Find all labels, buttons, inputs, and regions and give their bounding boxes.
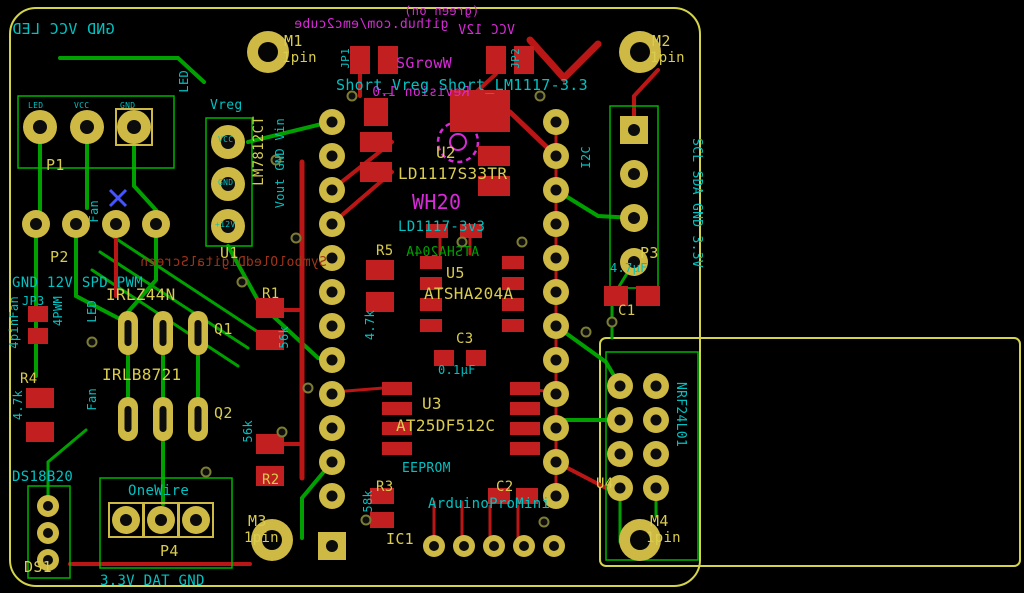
- c2-ref: C2: [496, 479, 514, 495]
- vcc-12v-label: VCC 12V: [458, 23, 515, 38]
- m2-pin-label: 1pin: [650, 50, 685, 66]
- r2-value-label: 56k: [241, 420, 255, 443]
- jp2-ref-label: JP2: [509, 48, 522, 69]
- r4-value-label: 4.7k: [11, 390, 25, 421]
- board-name-label: SGrowW: [396, 54, 452, 72]
- q1-net-label: LED: [85, 300, 99, 323]
- board-outline: [9, 7, 1021, 587]
- u2-value-label: LD1117S33TR: [398, 164, 508, 183]
- ic1-ref: IC1: [386, 530, 414, 548]
- u3-value-label: AT25DF512C: [396, 416, 496, 435]
- ic1-silk-label: ArduinoProMini: [428, 496, 551, 512]
- r1-ref: R1: [262, 286, 280, 302]
- m1-ref: M1: [284, 32, 303, 50]
- c3-value-label: 0.1µF: [438, 363, 476, 377]
- u1-pin-vcc-label: VCC: [218, 135, 234, 144]
- u2-ref: U2: [436, 143, 456, 162]
- drc-x-marker: [108, 188, 128, 208]
- pad-square-outlines: [108, 108, 214, 538]
- u5-value-label: ATSHA204A: [424, 284, 514, 303]
- c1-value-label: 4.7µF: [610, 261, 648, 275]
- u4-ref: U4: [596, 476, 614, 492]
- jp3-ref-label: JP3: [22, 294, 45, 308]
- m2-ref: M2: [652, 32, 671, 50]
- p1-net-led-label: LED: [177, 70, 191, 93]
- u1-pin-12v-label: +12V: [215, 220, 236, 229]
- smd-pads: [26, 46, 660, 528]
- p2-caption-label: GND 12V SPD PWM: [12, 275, 143, 291]
- short-vreg-label: Short_Vreg Short_LM1117-3.3: [336, 76, 588, 94]
- p1-pin-led-label: LED: [28, 101, 44, 110]
- green-on-label: (green on): [404, 4, 480, 18]
- back-fab-u5-label: ATSHA204A: [406, 245, 480, 260]
- p2-net-fan-label: Fan: [87, 200, 101, 223]
- ds1-ref: DS1: [24, 558, 52, 576]
- u1-ref: U1: [220, 244, 239, 262]
- p3-edge-text-label: SCL SDA GND 3.3V: [689, 138, 704, 269]
- back-silk-u2-label: WH20: [412, 190, 462, 214]
- ds1-silk-label: DS18B20: [12, 469, 74, 485]
- u1-side-label: Vout GND Vin: [273, 118, 287, 209]
- github-url-label: github.com/emc2cube: [294, 17, 449, 32]
- p4-ref: P4: [160, 542, 179, 560]
- r5-value-label: 4.7k: [363, 310, 377, 341]
- p4-caption-label: 3.3V DAT GND: [100, 573, 205, 589]
- r1-value-label: 56k: [277, 326, 291, 349]
- m4-pin-label: 1pin: [646, 530, 681, 546]
- jp3-silk-label: 4PWM: [51, 296, 65, 327]
- m3-pin-label: 1pin: [244, 530, 279, 546]
- r4-ref: R4: [20, 371, 38, 387]
- q1-value-label: IRLZ44N: [106, 285, 176, 304]
- u3-silk-label: EEPROM: [402, 461, 451, 476]
- m4-ref: M4: [650, 512, 669, 530]
- jp1-ref-label: JP1: [339, 48, 352, 69]
- u1-silk-label: Vreg: [210, 98, 243, 113]
- u2-silk-label: LD1117-3v3: [398, 219, 486, 235]
- p1-ref: P1: [46, 156, 65, 174]
- u5-ref: U5: [446, 264, 465, 282]
- m3-ref: M3: [248, 512, 267, 530]
- p3-ref: P3: [640, 244, 659, 262]
- r3-ref: R3: [376, 479, 394, 495]
- back-silk-top-left-label: GND VCC LED: [12, 20, 115, 38]
- r3-value-label: 58k: [361, 490, 375, 513]
- c1-ref: C1: [618, 303, 636, 319]
- u3-ref: U3: [422, 394, 442, 413]
- u1-pin-gnd-label: GND: [218, 178, 234, 187]
- q2-value-label: IRLB8721: [102, 365, 182, 384]
- jp3-caption-label: 4pinFan: [7, 296, 21, 349]
- component-outlines: [17, 95, 699, 579]
- r5-ref: R5: [376, 243, 394, 259]
- u1-value-label: LM7812CT: [251, 116, 267, 186]
- vias: [86, 90, 618, 528]
- p1-pin-vcc-label: VCC: [74, 101, 90, 110]
- q1-ref: Q1: [214, 320, 233, 338]
- p4-silk-label: OneWire: [128, 483, 190, 499]
- p2-ref: P2: [50, 248, 69, 266]
- p3-silk-label: I2C: [579, 146, 593, 169]
- u4-silk-label: NRF24L01: [673, 382, 688, 448]
- q2-ref: Q2: [214, 404, 233, 422]
- m1-pin-label: 1pin: [282, 50, 317, 66]
- p1-pin-gnd-label: GND: [120, 101, 136, 110]
- q2-net-label: Fan: [85, 388, 99, 411]
- r2-ref: R2: [262, 472, 280, 488]
- c3-ref: C3: [456, 331, 474, 347]
